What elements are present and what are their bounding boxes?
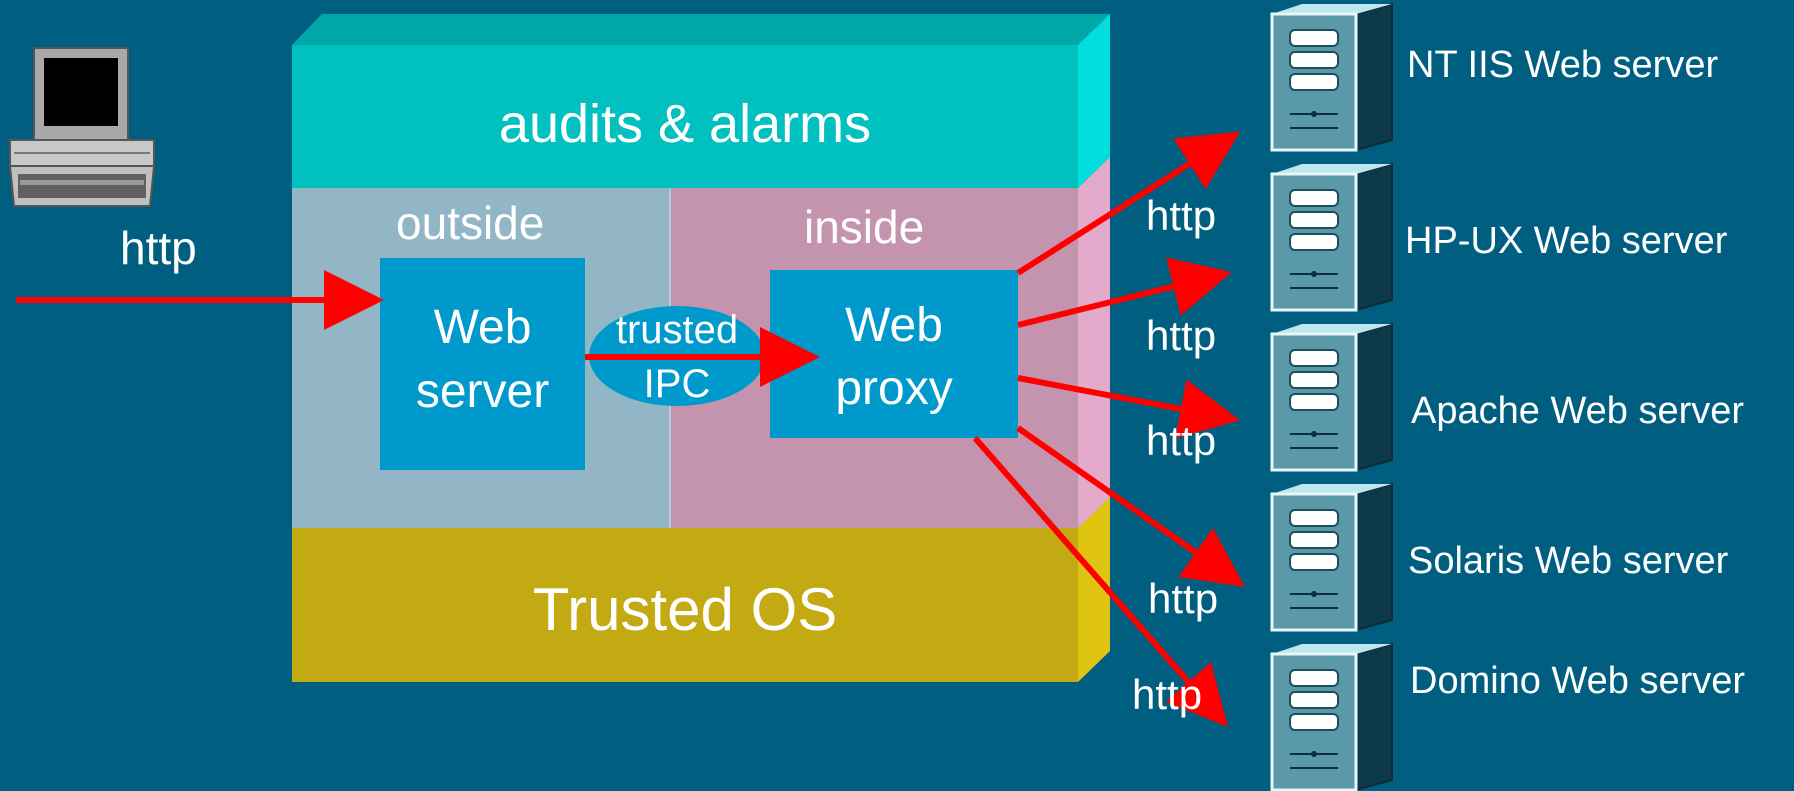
outside-label: outside [396, 197, 545, 249]
block-top-face-overlay [292, 14, 1110, 45]
arrow-domino [972, 436, 1228, 728]
os-side-face [1078, 497, 1110, 682]
web-server-line2: server [415, 365, 550, 418]
server-icon-nt-iis [1270, 2, 1393, 152]
web-proxy-line1: Web [845, 299, 943, 352]
http-label-2: http [1146, 312, 1217, 359]
server-name-domino: Domino Web server [1410, 660, 1746, 702]
os-label: Trusted OS [532, 576, 838, 643]
server-icon-apache [1270, 322, 1393, 472]
server-name-hpux: HP-UX Web server [1405, 220, 1728, 262]
server-name-nt-iis: NT IIS Web server [1407, 44, 1719, 86]
arrow-nt-iis [1016, 131, 1241, 276]
arrow-hpux [1017, 257, 1232, 328]
client-http-label: http [120, 222, 197, 274]
arrow-solaris [1016, 425, 1245, 587]
audit-label: audits & alarms [498, 94, 872, 154]
server-icon-domino [1270, 642, 1393, 791]
server-icon-hpux [1270, 162, 1393, 312]
web-server-box [380, 258, 585, 470]
http-label-5: http [1132, 671, 1203, 718]
ipc-line1: trusted [615, 308, 739, 352]
audit-side-face [1078, 14, 1110, 188]
arrow-apache [1017, 375, 1240, 439]
ipc-line2: IPC [643, 362, 711, 406]
http-label-4: http [1148, 575, 1219, 622]
web-server-line1: Web [433, 301, 532, 354]
audit-layer [292, 45, 1078, 188]
inside-side-face [1078, 157, 1110, 528]
server-name-solaris: Solaris Web server [1408, 540, 1729, 582]
computer-icon [8, 47, 156, 207]
http-label-1: http [1146, 192, 1217, 239]
web-proxy-line2: proxy [835, 362, 953, 415]
server-name-apache: Apache Web server [1411, 390, 1745, 432]
http-label-3: http [1146, 417, 1217, 464]
server-icon-solaris [1270, 482, 1393, 632]
os-layer [292, 528, 1078, 682]
inside-label: inside [804, 201, 925, 253]
